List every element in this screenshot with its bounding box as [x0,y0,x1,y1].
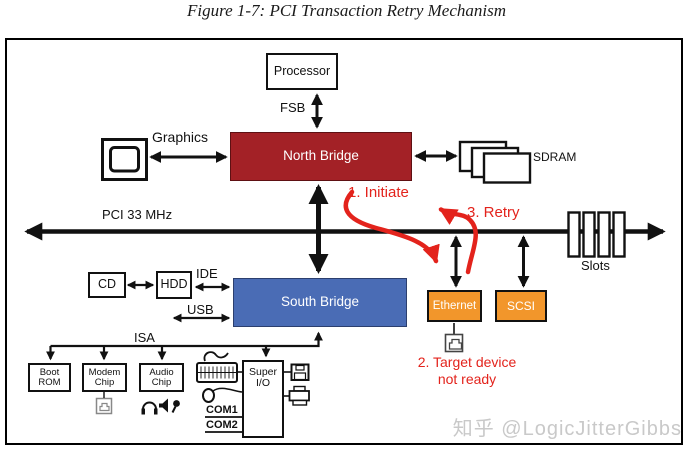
figure-border [5,38,683,445]
boot-rom-label-line1: Boot [39,366,60,378]
processor-label: Processor [273,63,331,78]
target-annotation-line1: 2. Target device [417,354,517,370]
fsb-label: FSB [280,100,306,115]
super-io-label-line2: I/O [255,377,270,390]
super-io-box: Super I/O [242,360,284,438]
modem-chip-label-line2: Chip [94,376,115,388]
pci-bus-label: PCI 33 MHz [102,207,173,222]
audio-chip-label-line2: Chip [151,376,172,388]
modem-chip-label-line1: Modem [88,366,121,378]
super-io-label-line1: Super [248,366,278,378]
cd-label: CD [97,277,117,292]
ide-label: IDE [196,266,218,281]
com1-label: COM1 [206,404,238,416]
slots-label: Slots [581,258,610,273]
phone-jack-icon [95,397,113,415]
com2-label: COM2 [206,419,238,431]
ethernet-port-icon [444,333,464,353]
audio-chip-label-line1: Audio [149,366,174,378]
modem-chip-box: Modem Chip [82,363,127,392]
mouse-icon [202,387,243,403]
boot-rom-label-line2: ROM [38,376,61,388]
expansion-slots-icon [567,211,626,258]
speaker-icon [159,398,168,413]
keyboard-icon [196,351,242,383]
isa-label: ISA [134,330,155,345]
target-not-ready-annotation: 2. Target device not ready [403,354,531,388]
boot-rom-box: Boot ROM [28,363,71,392]
figure-title: Figure 1-7: PCI Transaction Retry Mechan… [186,1,506,20]
scsi-box: SCSI [495,290,547,322]
memory-modules-icon [458,140,532,184]
cd-box: CD [88,272,126,298]
target-annotation-line2: not ready [437,371,497,387]
headphones-icon [141,401,158,415]
north-bridge-label: North Bridge [283,148,359,164]
sdram-label: SDRAM [533,150,577,164]
initiate-annotation: 1. Initiate [348,184,409,201]
retry-arrow [438,207,478,275]
watermark: 知乎 @LogicJitterGibbs [452,418,682,440]
north-bridge-box: North Bridge [230,132,412,181]
display-icon [101,138,148,181]
south-bridge-box: South Bridge [233,278,407,327]
hdd-box: HDD [156,271,192,299]
graphics-label: Graphics [152,129,209,145]
south-bridge-label: South Bridge [280,294,360,310]
audio-chip-box: Audio Chip [139,363,184,392]
initiate-arrow [343,189,440,264]
scsi-label: SCSI [506,298,535,313]
hdd-label: HDD [160,277,188,292]
printer-icon [284,385,310,406]
processor-box: Processor [266,53,338,90]
ethernet-box: Ethernet [427,290,482,322]
ethernet-label: Ethernet [432,299,477,312]
floppy-icon [284,363,310,381]
isa-bus-trunk [50,331,323,348]
retry-annotation: 3. Retry [467,204,520,221]
usb-label: USB [187,302,214,317]
microphone-icon [171,400,180,413]
